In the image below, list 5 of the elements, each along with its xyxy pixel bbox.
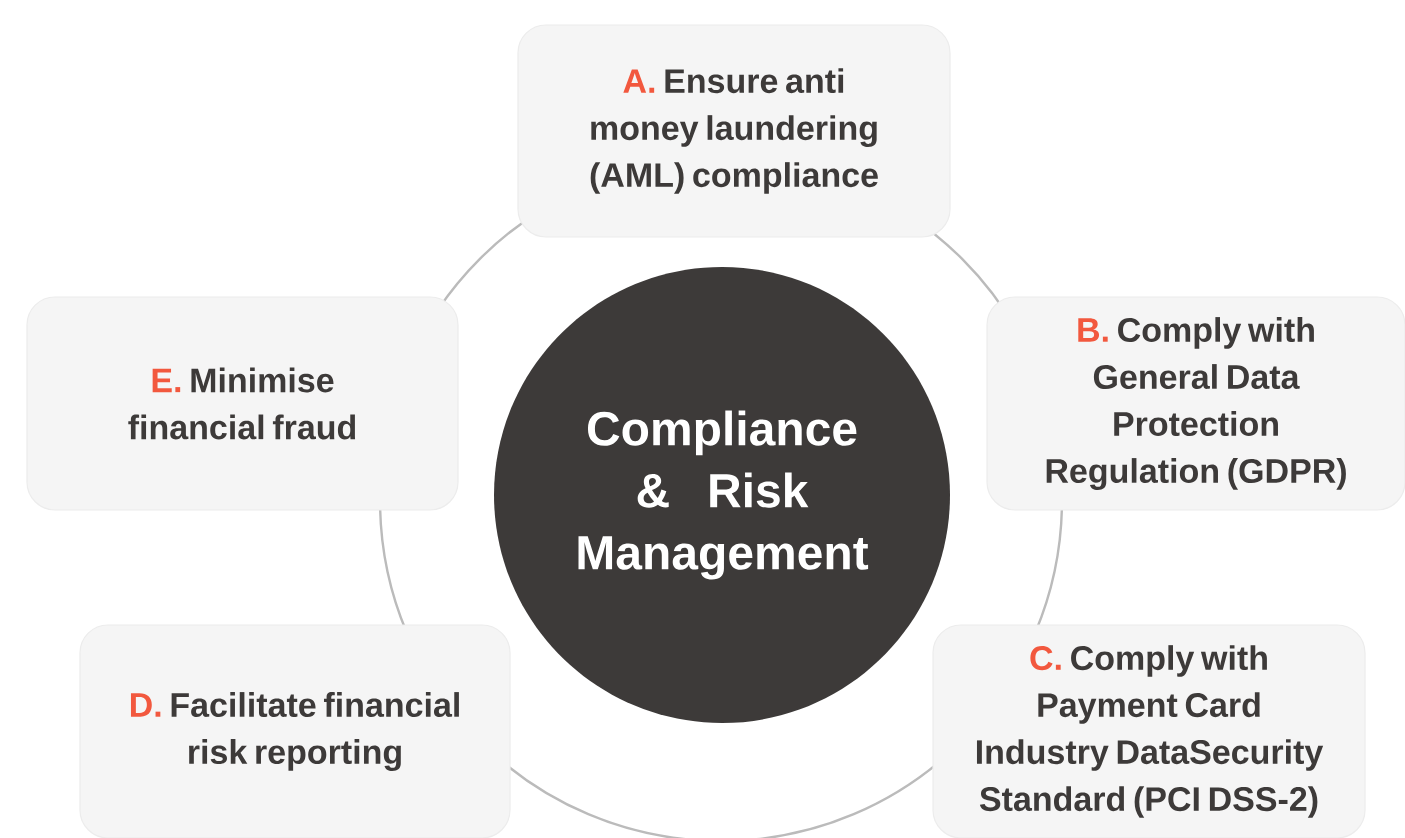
goal-box: B. Comply with General Data Protection Regulation (GDPR) — [986, 296, 1405, 511]
goal-box: C. Comply with Payment Card Industry DataSecurity Standard (PCI DSS-2) — [932, 624, 1366, 838]
goal-box: D. Facilitate financial risk reporting — [79, 624, 511, 838]
goal-box: E. Minimise financial fraud — [26, 296, 459, 511]
goal-box: A. Ensure anti money laundering (AML) compliance — [517, 24, 951, 238]
